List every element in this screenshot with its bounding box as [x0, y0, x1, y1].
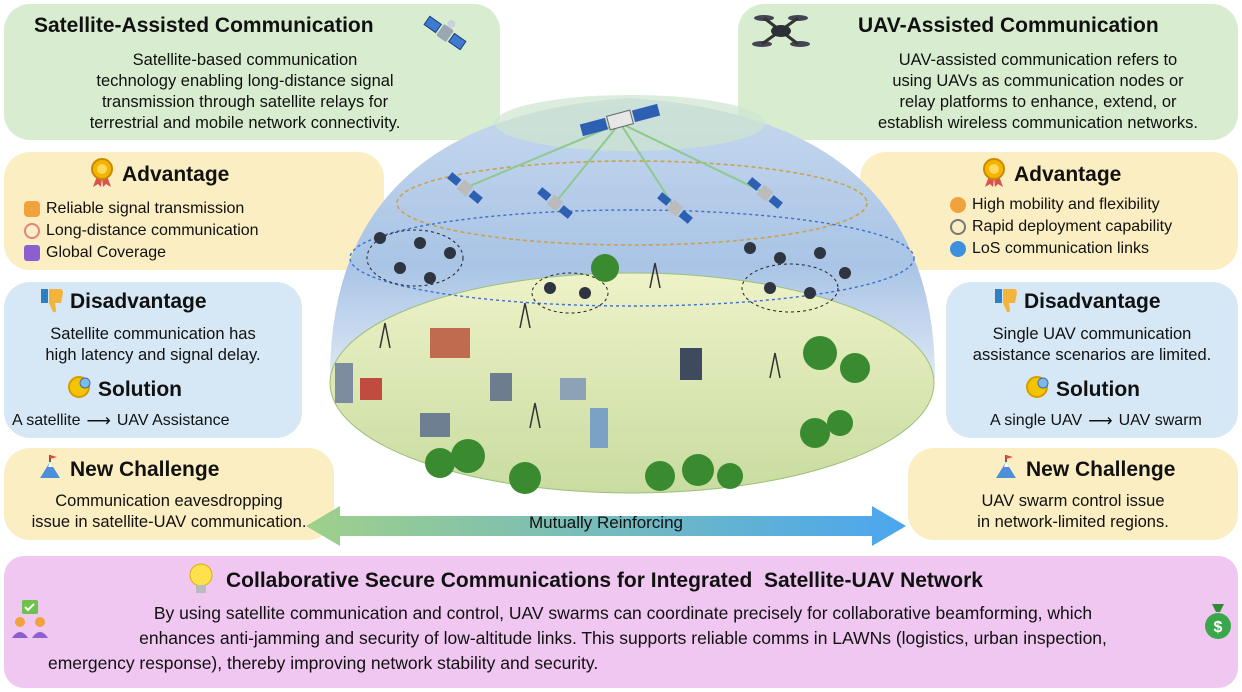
right-challenge-panel: [908, 448, 1238, 540]
uav-layer: [349, 209, 915, 307]
lightbulb-icon: [188, 562, 214, 601]
right-solution-line: A single UAV ⟶ UAV swarm: [990, 411, 1202, 430]
right-disadvantage-panel: [946, 282, 1238, 438]
people-icon: [10, 598, 50, 645]
solution-icon: [66, 374, 94, 407]
satellite-assisted-description: Satellite-based communication technology…: [89, 51, 401, 132]
satellite-links: [464, 122, 766, 209]
satellite-icon: [420, 8, 470, 63]
money-bag-icon: $: [1200, 600, 1236, 645]
medal-icon: [980, 158, 1008, 193]
relay-satellites: [447, 172, 783, 224]
ground-stations: [379, 262, 781, 429]
left-advantage-item: Reliable signal transmission: [24, 200, 244, 218]
svg-text:$: $: [1214, 619, 1223, 636]
right-advantage-item: High mobility and flexibility: [950, 196, 1160, 214]
left-challenge-title: New Challenge: [70, 458, 220, 481]
uav-assisted-title: UAV-Assisted Communication: [858, 14, 1159, 37]
globe-icon: [24, 245, 40, 261]
thumbs-up-icon: [24, 201, 40, 217]
uav-swarms: [366, 229, 851, 314]
drone-icon: [752, 6, 810, 59]
satellite-orbit-layer: [396, 160, 868, 246]
right-solution-title: Solution: [1056, 378, 1140, 401]
network-dome-illustration: [320, 78, 950, 513]
right-advantage-item: Rapid deployment capability: [950, 218, 1172, 236]
signal-icon: [950, 241, 966, 257]
satellite-assisted-panel: [4, 4, 500, 140]
collaborative-title: Collaborative Secure Communications for …: [226, 569, 983, 592]
medal-icon: [88, 158, 116, 193]
left-advantage-item: Global Coverage: [24, 244, 166, 262]
left-disadvantage-title: Disadvantage: [70, 290, 207, 313]
left-solution-title: Solution: [98, 378, 182, 401]
right-disadvantage-title: Disadvantage: [1024, 290, 1161, 313]
satellite-assisted-title: Satellite-Assisted Communication: [34, 14, 374, 37]
right-challenge-title: New Challenge: [1026, 458, 1176, 481]
arrow-right-icon: ⟶: [1088, 411, 1113, 430]
clock-icon: [950, 219, 966, 235]
right-challenge-text: UAV swarm control issue in network-limit…: [977, 492, 1169, 531]
collaborative-text: By using satellite communication and con…: [48, 603, 1107, 673]
left-advantage-panel: [4, 152, 384, 270]
mountain-flag-icon: [38, 454, 66, 485]
left-challenge-panel: [4, 448, 334, 540]
left-challenge-text: Communication eavesdropping issue in sat…: [31, 492, 307, 531]
right-disadvantage-text: Single UAV communication assistance scen…: [972, 325, 1212, 364]
left-advantage-title: Advantage: [122, 163, 230, 186]
arrow-right-icon: ⟶: [86, 411, 111, 430]
main-satellite: [579, 103, 661, 137]
right-advantage-panel: [860, 152, 1238, 270]
uav-assisted-description: UAV-assisted communication refers to usi…: [877, 51, 1199, 132]
trees: [425, 254, 870, 494]
left-advantage-item: Long-distance communication: [24, 222, 259, 240]
buildings: [335, 328, 702, 448]
ground-plane: [329, 272, 935, 494]
mountain-flag-icon: [994, 454, 1022, 485]
right-advantage-title: Advantage: [1014, 163, 1122, 186]
left-disadvantage-text: Satellite communication has high latency…: [45, 325, 261, 364]
solution-icon: [1024, 374, 1052, 407]
left-solution-line: A satellite ⟶ UAV Assistance: [12, 411, 230, 430]
thumbs-down-icon: [992, 286, 1020, 319]
mutually-reinforcing-label: Mutually Reinforcing: [528, 513, 683, 532]
mutually-reinforcing-arrow: [306, 504, 906, 553]
uav-assisted-panel: [738, 4, 1238, 140]
right-advantage-item: LoS communication links: [950, 240, 1149, 258]
arrows-icon: [950, 197, 966, 213]
location-pin-icon: [24, 223, 40, 239]
thumbs-down-icon: [38, 286, 66, 319]
